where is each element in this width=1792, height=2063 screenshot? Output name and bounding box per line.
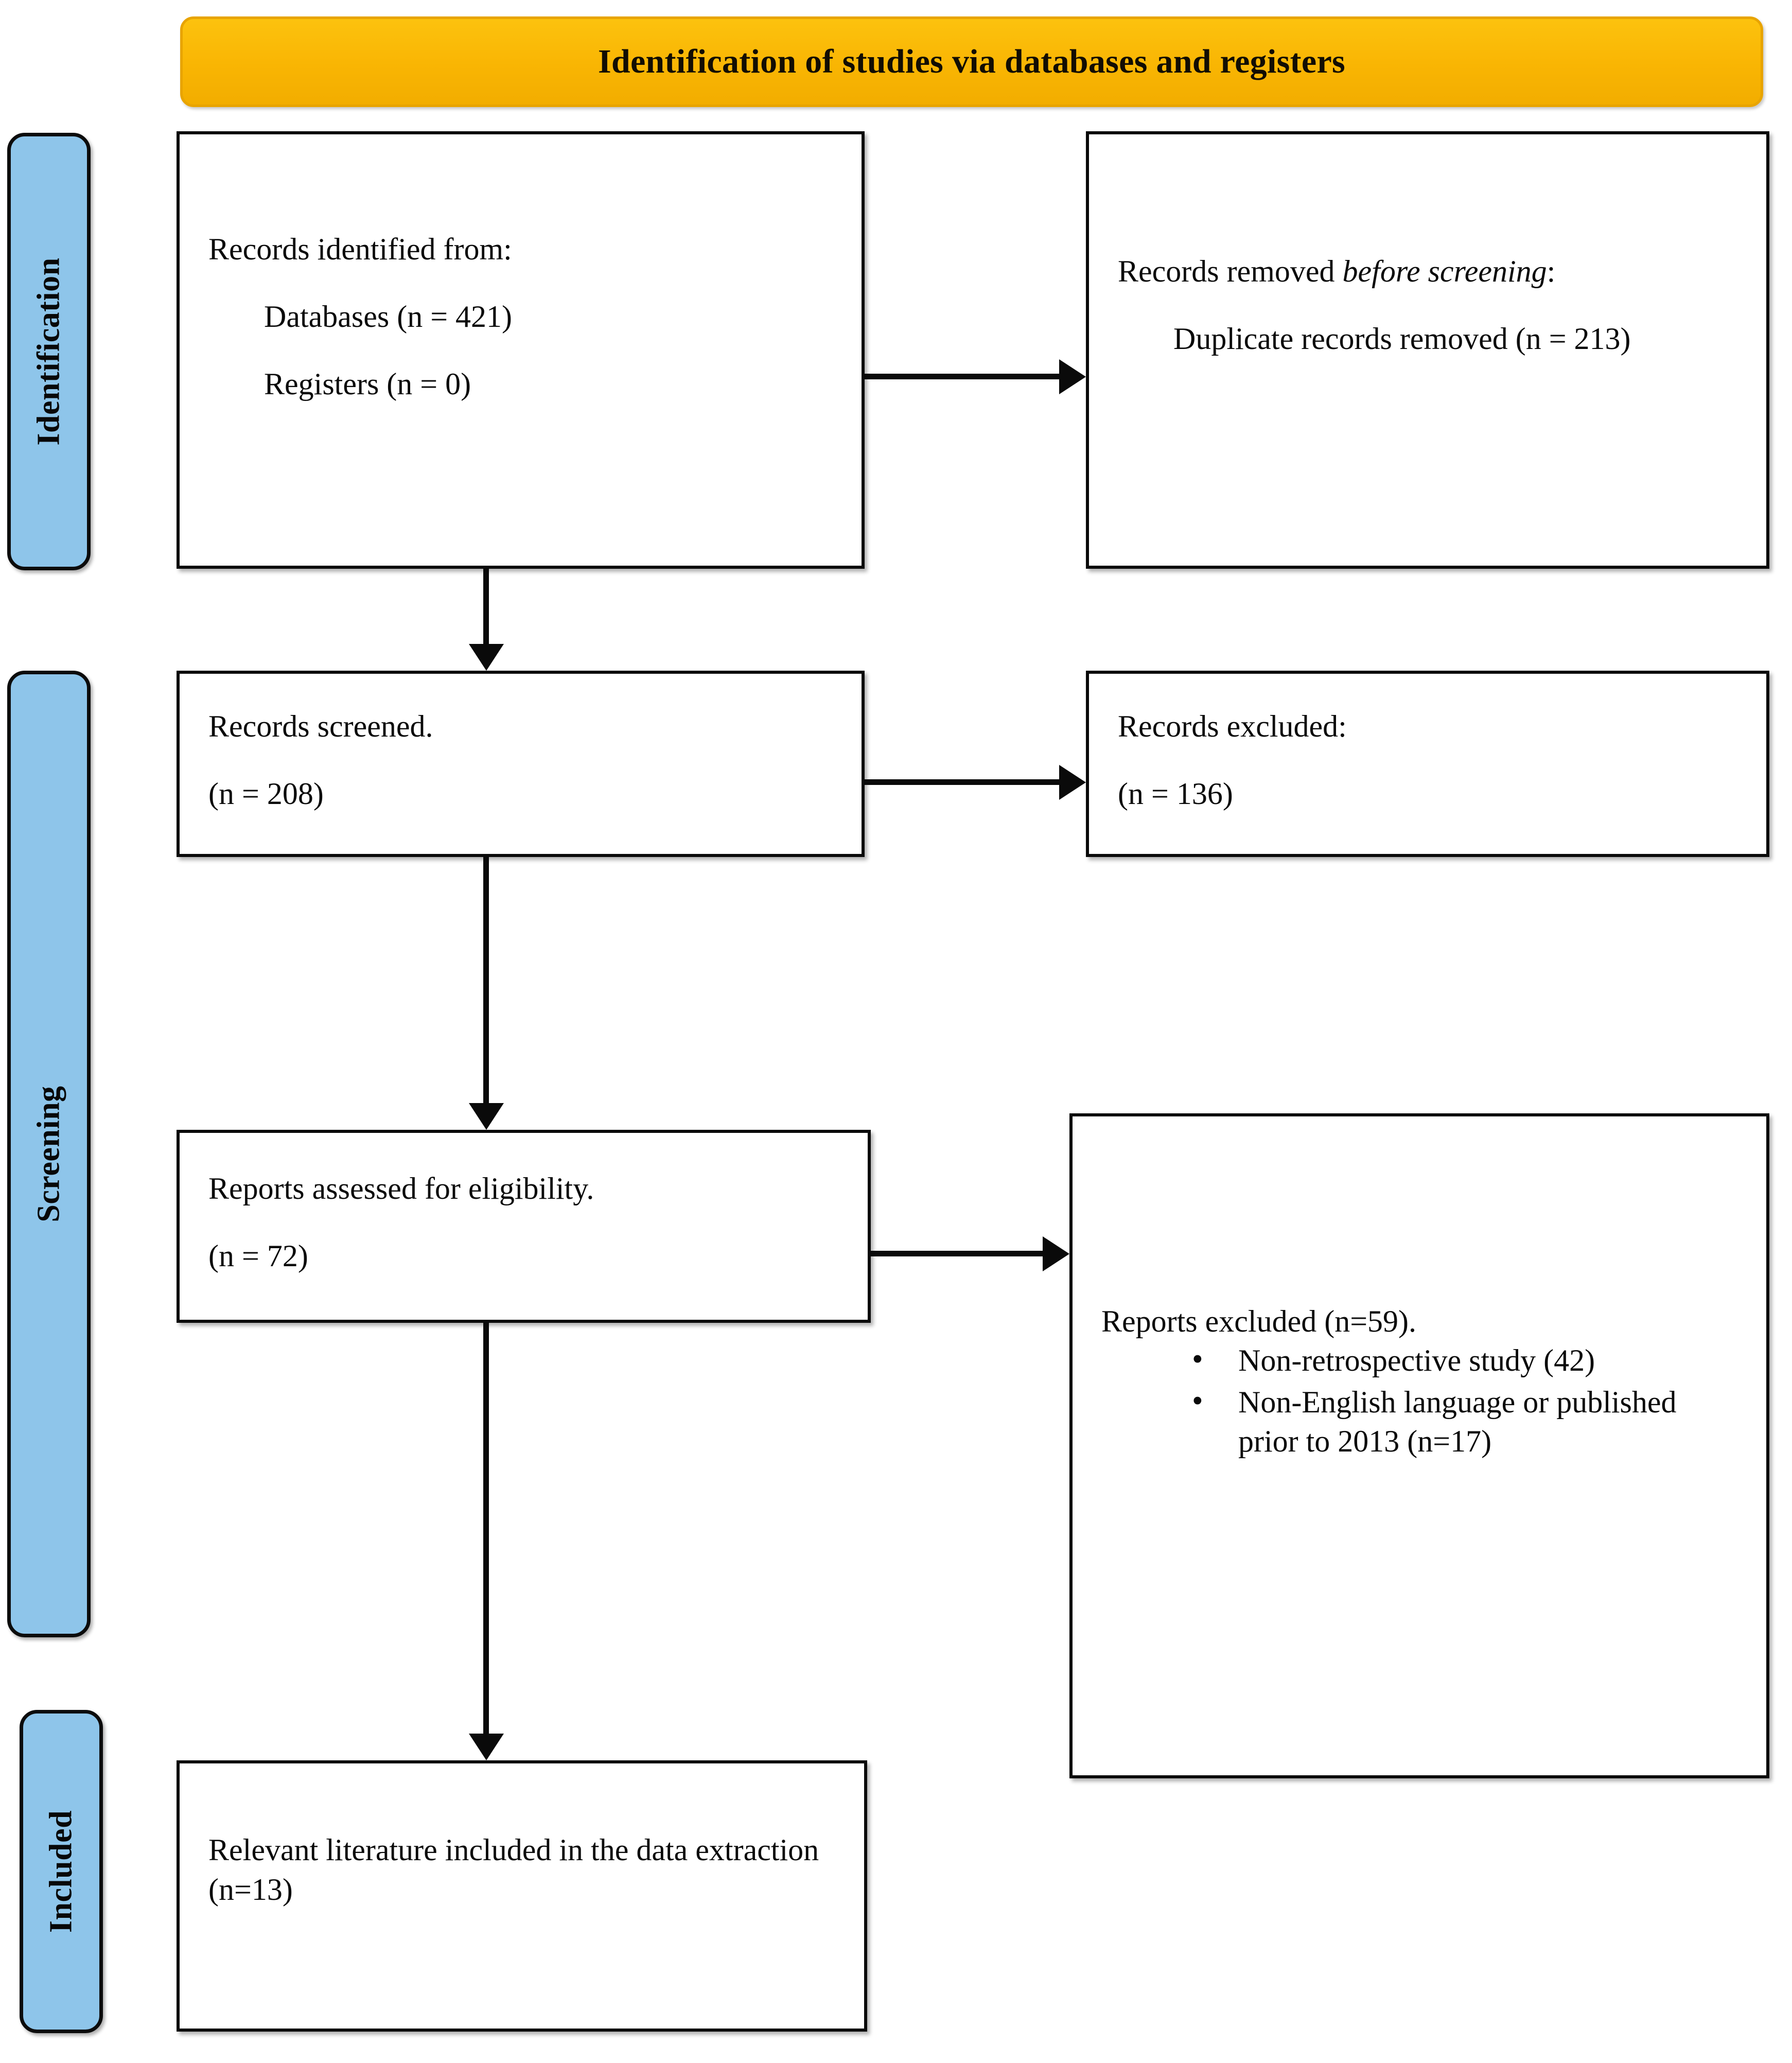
reports-eligibility-count: (n = 72) [208,1238,308,1273]
page-title: Identification of studies via databases … [598,43,1346,80]
list-item: Non-English language or published prior … [1189,1381,1737,1461]
connector-screened-to-eligibility [483,857,489,1103]
box-records-screened: Records screened. (n = 208) [177,671,865,857]
records-identified-registers: Registers (n = 0) [264,366,471,401]
connector-screened-to-excluded [865,779,1061,785]
connector-eligibility-to-included [483,1323,489,1735]
box-records-removed: Records removed before screening: Duplic… [1086,131,1769,569]
box-reports-excluded: Reports excluded (n=59). Non-retrospecti… [1069,1113,1769,1778]
arrow-down-icon [469,644,504,671]
reports-excluded-reason-list: Non-retrospective study (42) Non-English… [1101,1339,1737,1461]
records-removed-heading-post: : [1547,254,1556,288]
records-screened-count: (n = 208) [208,776,324,811]
box-records-excluded: Records excluded: (n = 136) [1086,671,1769,857]
records-removed-heading-italic: before screening [1342,254,1547,288]
records-removed-heading: Records removed before screening: [1118,252,1737,291]
stage-label-screening: Screening [7,671,91,1637]
arrow-down-icon [469,1103,504,1130]
connector-eligibility-to-reports-excluded [871,1251,1045,1256]
box-reports-assessed-eligibility: Reports assessed for eligibility. (n = 7… [177,1130,871,1323]
duplicate-records-removed: Duplicate records removed (n = 213) [1173,321,1631,356]
stage-label-identification: Identification [7,133,91,570]
literature-included-text: Relevant literature included in the data… [208,1833,819,1907]
stage-label-identification-text: Identification [31,257,66,446]
list-item: Non-retrospective study (42) [1189,1339,1737,1380]
diagram-header-banner: Identification of studies via databases … [180,16,1763,107]
reports-eligibility-heading: Reports assessed for eligibility. [208,1172,594,1205]
records-identified-heading: Records identified from: [208,232,512,266]
arrow-right-icon [1059,765,1086,800]
box-literature-included: Relevant literature included in the data… [177,1760,867,2032]
stage-label-screening-text: Screening [31,1086,66,1222]
stage-label-included: Included [20,1710,103,2033]
arrow-right-icon [1043,1236,1069,1271]
box-records-identified: Records identified from: Databases (n = … [177,131,865,569]
reports-excluded-heading: Reports excluded (n=59). [1101,1304,1417,1338]
records-excluded-count: (n = 136) [1118,776,1233,811]
records-removed-heading-pre: Records removed [1118,254,1343,288]
connector-identified-to-removed [865,374,1061,379]
connector-identified-to-screened [483,569,489,646]
arrow-down-icon [469,1734,504,1760]
records-excluded-heading: Records excluded: [1118,709,1347,743]
arrow-right-icon [1059,359,1086,394]
records-identified-databases: Databases (n = 421) [264,299,513,334]
stage-label-included-text: Included [43,1810,79,1933]
records-screened-heading: Records screened. [208,709,433,743]
